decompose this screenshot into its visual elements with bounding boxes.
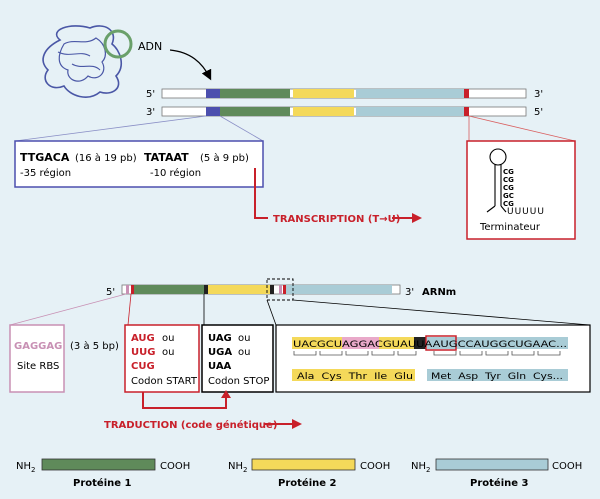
translation-label: TRADUCTION (code génétique)	[104, 419, 277, 431]
mrna-sequence: UACGCUAGGACGUAUUAAUGCCAUGGCUGAAC...	[293, 339, 567, 350]
protein3-name: Protéine 3	[470, 477, 529, 489]
seq-start-marker	[425, 335, 457, 351]
promoter-spacing-2: (5 à 9 pb)	[200, 152, 249, 164]
seq-zoom-line-right	[292, 299, 591, 326]
terminator-label: Terminateur	[479, 222, 541, 233]
protein2-bar	[251, 458, 356, 471]
rbs-zoom-line	[9, 293, 127, 326]
promoter-spacing-1: (16 à 19 pb)	[75, 152, 137, 164]
protein2-cooh: COOH	[360, 461, 390, 472]
protein1-name: Protéine 1	[73, 477, 132, 489]
translation-bracket	[142, 392, 227, 409]
svg-text:GC: GC	[503, 192, 514, 200]
gene1-top	[220, 89, 290, 98]
dna-bottom-3prime: 3'	[146, 107, 155, 118]
aa-highlight-yellow	[292, 369, 415, 381]
mrna-label: ARNm	[422, 287, 456, 298]
transcription-label: TRANSCRIPTION (T→U)	[273, 214, 400, 225]
stop-codon-uga: UGA	[208, 347, 232, 358]
terminator-box	[466, 140, 576, 240]
start-codon-cug: CUG	[131, 361, 155, 372]
svg-text:CG: CG	[503, 200, 514, 208]
dna-top-3prime: 3'	[534, 89, 543, 100]
start-codon-uug: UUG	[131, 347, 155, 358]
translation-arrow-head	[292, 419, 302, 429]
stop-codon-uaa: UAA	[208, 361, 232, 372]
stop-codon-box	[201, 324, 274, 393]
protein2-nh: NH2	[228, 461, 247, 474]
amino-acids-protein2: Ala Cys Thr Ile Glu	[297, 371, 413, 382]
adn-arrow	[169, 49, 212, 81]
protein2-name: Protéine 2	[278, 477, 337, 489]
protein3-nh: NH2	[411, 461, 430, 474]
start-codon-label: Codon START	[131, 376, 198, 387]
stop-ou-1: ou	[238, 333, 250, 344]
dna-bottom-5prime: 5'	[534, 107, 543, 118]
seq-highlight-rbs	[342, 337, 379, 349]
svg-text:CG: CG	[503, 168, 514, 176]
mrna-strand	[121, 284, 401, 295]
gene2-bottom	[293, 107, 354, 116]
gene1-bottom	[220, 107, 290, 116]
mrna-zoom-box	[266, 278, 294, 301]
seq-highlight-blue	[427, 337, 568, 349]
svg-text:CG: CG	[503, 176, 514, 184]
protein-2: NH2 COOH Protéine 2	[228, 458, 390, 489]
protein-1: NH2 COOH Protéine 1	[16, 458, 190, 489]
gene3-top	[356, 89, 464, 98]
amino-acids-protein3: Met Asp Tyr Gln Cys...	[431, 371, 563, 382]
stop-codon-label: Codon STOP	[208, 376, 269, 387]
protein3-bar	[435, 458, 549, 471]
protein-3: NH2 COOH Protéine 3	[411, 458, 582, 489]
start-codon-box	[124, 324, 200, 393]
plasmid-icon	[42, 25, 133, 98]
terminator-hairpin-icon	[486, 148, 507, 213]
mrna-3prime: 3'	[405, 287, 414, 298]
codon-brackets	[293, 351, 561, 356]
aa-highlight-blue	[427, 369, 568, 381]
promoter-block-top	[206, 89, 220, 98]
dna-double-strand	[161, 88, 527, 117]
terminator-poly-u: UUUUU	[507, 207, 545, 217]
gene3-bottom	[356, 107, 464, 116]
protein1-nh: NH2	[16, 461, 35, 474]
dna-top-5prime: 5'	[146, 89, 155, 100]
transcription-arrow-head	[412, 213, 422, 223]
mrna-5prime: 5'	[106, 287, 115, 298]
terminator-mark-bottom	[464, 107, 469, 116]
promoter-zoom-line-right	[219, 115, 264, 142]
seq-zoom-line-left	[266, 299, 277, 326]
terminator-zoom-line-right	[468, 115, 576, 142]
start-ou-2: ou	[162, 347, 174, 358]
stop-codon-uag: UAG	[208, 333, 232, 344]
translation-bracket-head	[221, 390, 231, 398]
promoter-block-bottom	[206, 107, 220, 116]
stop-ou-2: ou	[238, 347, 250, 358]
start-ou-1: ou	[162, 333, 174, 344]
start-codon-aug: AUG	[131, 333, 155, 344]
protein1-bar	[41, 458, 156, 471]
promoter-region-35: -35 région	[20, 167, 71, 179]
transcription-path	[254, 168, 268, 219]
promoter-seq-35: TTGACA	[20, 151, 70, 164]
gene2-top	[293, 89, 354, 98]
rbs-spacing: (3 à 5 bp)	[70, 340, 119, 352]
promoter-region-10: -10 région	[150, 167, 201, 179]
promoter-zoom-line-left	[14, 115, 207, 142]
adn-label: ADN	[138, 40, 162, 53]
rbs-sequence: GAGGAG	[14, 341, 62, 352]
protein3-cooh: COOH	[552, 461, 582, 472]
protein1-cooh: COOH	[160, 461, 190, 472]
promoter-seq-10: TATAAT	[144, 151, 189, 164]
rbs-box	[9, 324, 65, 393]
rbs-label: Site RBS	[17, 361, 59, 372]
seq-highlight-stop	[414, 337, 426, 349]
start-zoom-line	[127, 293, 132, 326]
terminator-mark-top	[464, 89, 469, 98]
promoter-box	[14, 140, 264, 188]
svg-text:CG: CG	[503, 184, 514, 192]
